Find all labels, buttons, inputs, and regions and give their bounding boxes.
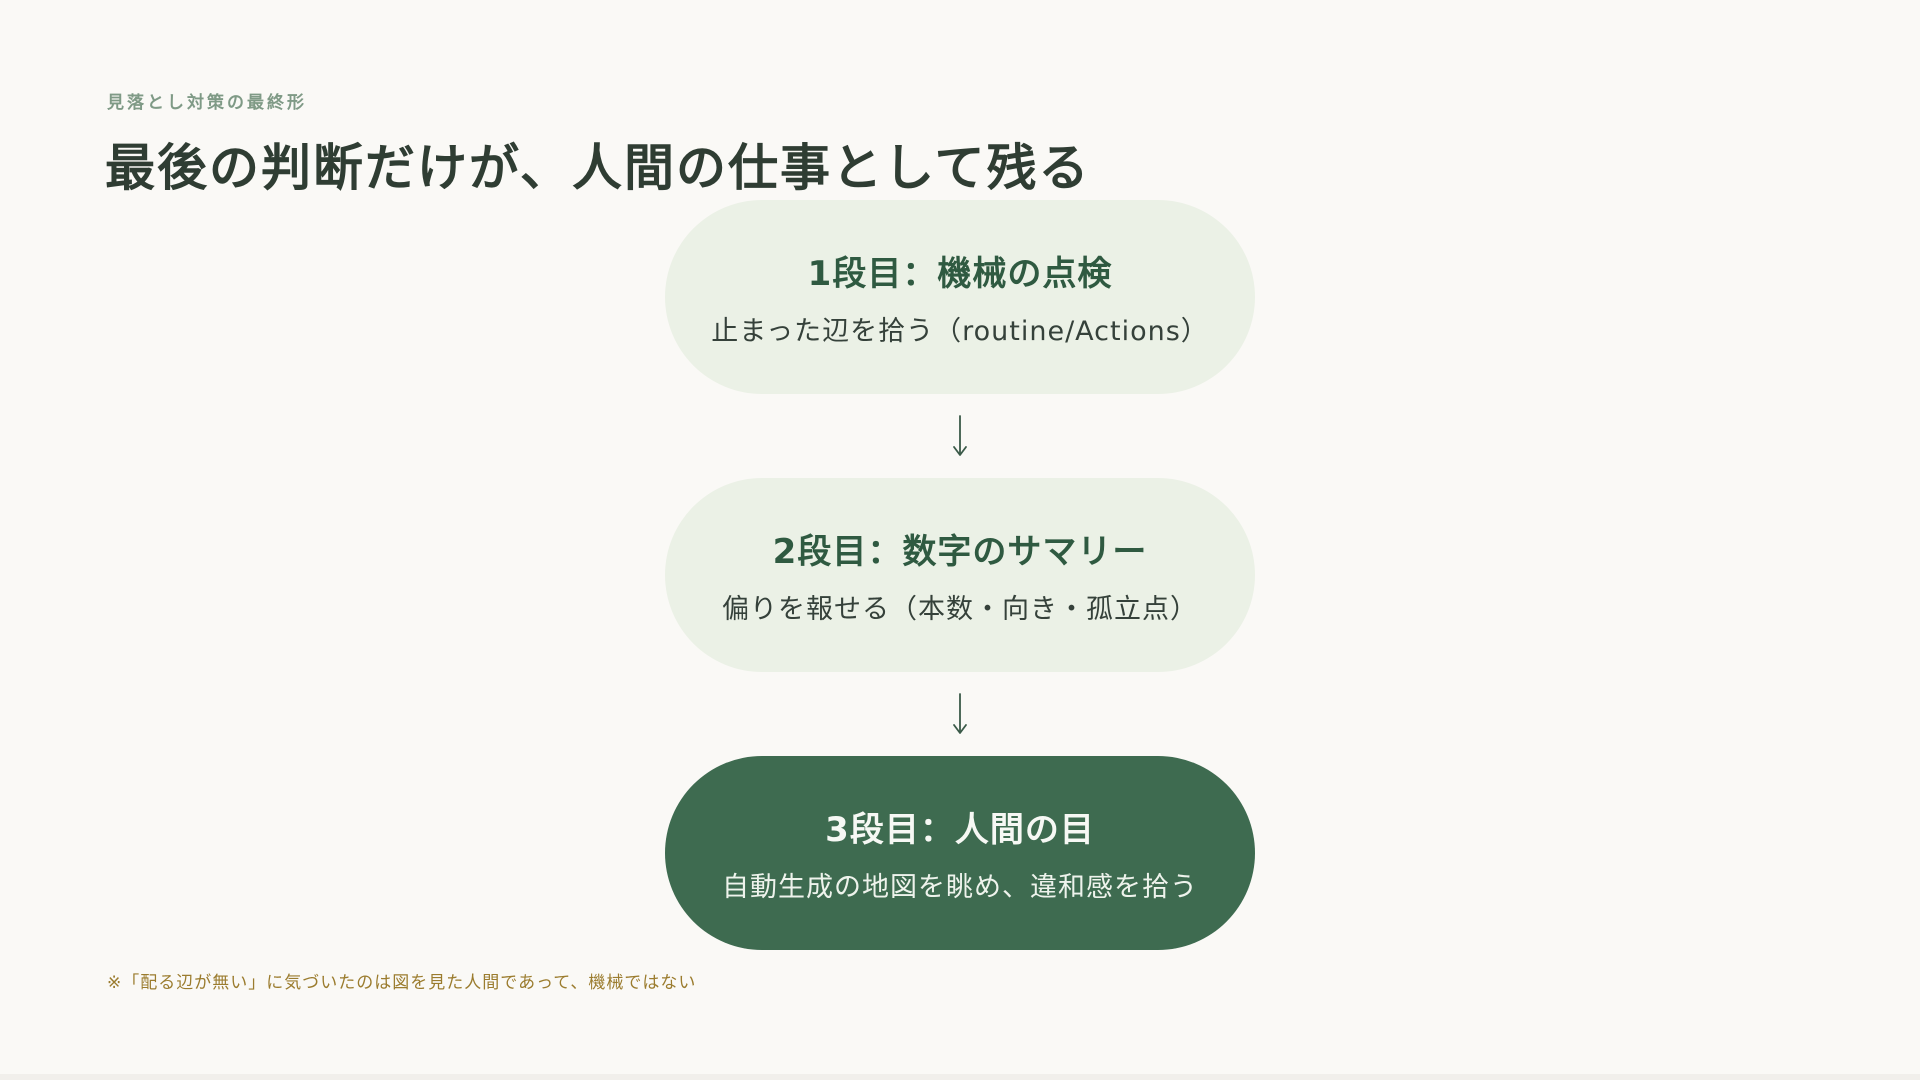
stage-flow: 1段目：機械の点検 止まった辺を拾う（routine/Actions） 2段目：… <box>665 200 1255 950</box>
connector-2 <box>665 672 1255 756</box>
eyebrow-label: 見落とし対策の最終形 <box>107 93 307 113</box>
bottom-divider <box>0 1074 1920 1080</box>
stage-2-description: 偏りを報せる（本数・向き・孤立点） <box>722 594 1198 625</box>
stage-2-title: 2段目：数字のサマリー <box>772 532 1148 572</box>
slide-title: 最後の判断だけが、人間の仕事として残る <box>105 139 1091 197</box>
stage-1-card: 1段目：機械の点検 止まった辺を拾う（routine/Actions） <box>665 200 1255 394</box>
connector-1 <box>665 394 1255 478</box>
stage-3-card: 3段目：人間の目 自動生成の地図を眺め、違和感を拾う <box>665 756 1255 950</box>
stage-1-description: 止まった辺を拾う（routine/Actions） <box>711 316 1209 347</box>
stage-1-title: 1段目：機械の点検 <box>807 254 1113 294</box>
stage-3-description: 自動生成の地図を眺め、違和感を拾う <box>722 872 1198 903</box>
footnote: ※「配る辺が無い」に気づいたのは図を見た人間であって、機械ではない <box>107 973 697 993</box>
stage-2-card: 2段目：数字のサマリー 偏りを報せる（本数・向き・孤立点） <box>665 478 1255 672</box>
arrow-down-icon <box>953 693 967 734</box>
arrow-down-icon <box>953 415 967 456</box>
stage-3-title: 3段目：人間の目 <box>825 810 1095 850</box>
